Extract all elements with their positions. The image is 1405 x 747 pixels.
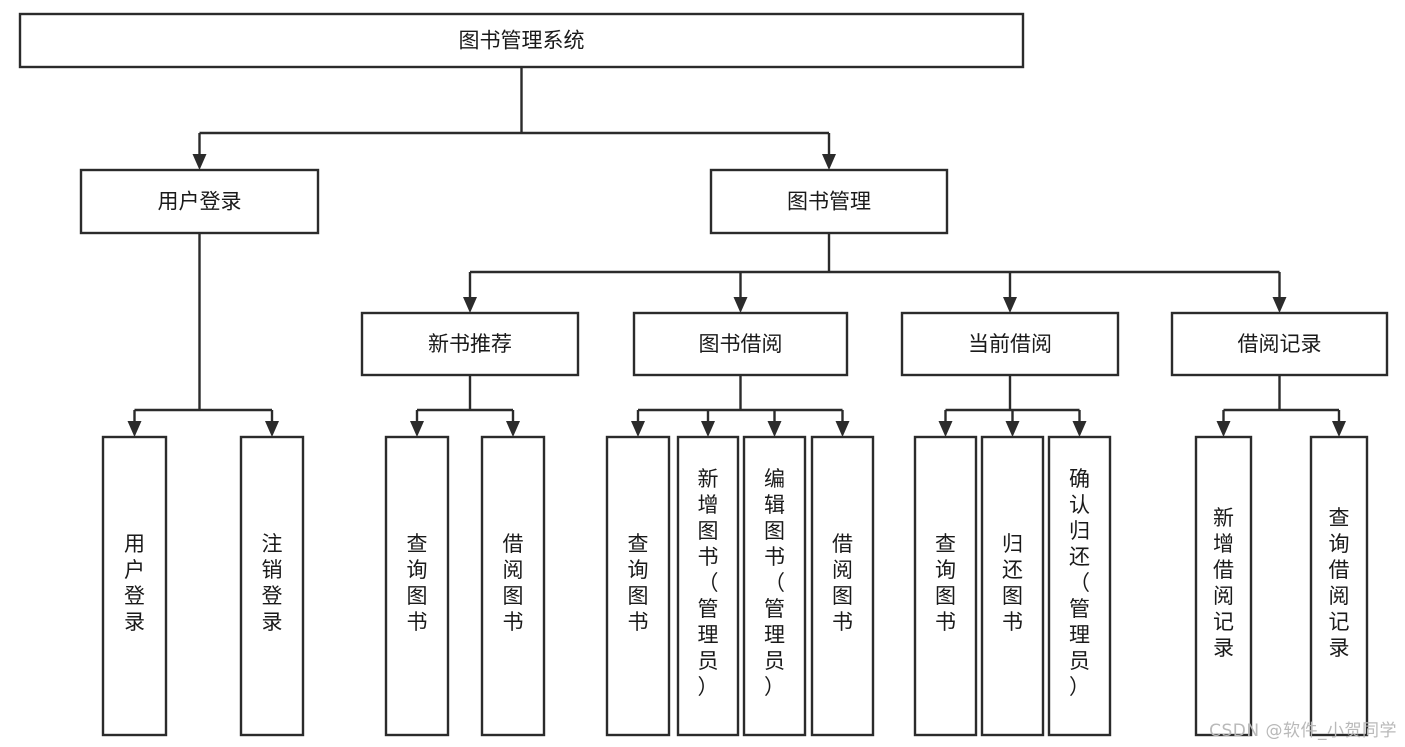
root-node[interactable]: 图书管理系统 xyxy=(18,12,1025,69)
node-rect[interactable] xyxy=(810,435,875,737)
nodes-layer: 图书管理系统用户登录图书管理新书推荐图书借阅当前借阅借阅记录用户登录注销登录查询… xyxy=(18,12,1389,737)
level2-node[interactable]: 图书管理 xyxy=(709,168,949,235)
node-label: 查询图书 xyxy=(407,532,428,634)
node-label: 借阅图书 xyxy=(503,532,524,634)
node-rect[interactable] xyxy=(1047,435,1112,737)
csdn-watermark: CSDN @软件_小贺同学 xyxy=(1209,721,1397,741)
node-label: 查询图书 xyxy=(628,532,649,634)
arrow-head-icon xyxy=(1003,297,1017,313)
arrow-head-icon xyxy=(938,421,953,437)
arrow-head-icon xyxy=(1272,297,1287,313)
arrow-head-icon xyxy=(835,421,850,437)
node-label: 新书推荐 xyxy=(428,332,512,356)
leaf-node[interactable]: 查询图书 xyxy=(913,435,978,737)
leaf-node[interactable]: 新增图书（管理员） xyxy=(676,435,740,737)
node-label: 查询借阅记录 xyxy=(1329,506,1350,660)
node-label: 图书借阅 xyxy=(699,332,783,356)
arrow-head-icon xyxy=(822,154,836,170)
arrow-head-icon xyxy=(463,297,477,313)
leaf-node[interactable]: 用户登录 xyxy=(101,435,168,737)
node-label: 查询图书 xyxy=(935,532,956,634)
arrow-head-icon xyxy=(1072,421,1087,437)
node-rect[interactable] xyxy=(913,435,978,737)
level2-node[interactable]: 用户登录 xyxy=(79,168,320,235)
node-rect[interactable] xyxy=(1309,435,1369,737)
node-rect[interactable] xyxy=(742,435,807,737)
node-label: 归还图书 xyxy=(1002,532,1023,634)
arrow-head-icon xyxy=(733,297,748,313)
level3-node[interactable]: 当前借阅 xyxy=(900,311,1120,377)
leaf-node[interactable]: 注销登录 xyxy=(239,435,305,737)
node-label: 确认归还（管理员） xyxy=(1069,467,1090,699)
leaf-node[interactable]: 借阅图书 xyxy=(810,435,875,737)
level3-node[interactable]: 图书借阅 xyxy=(632,311,849,377)
node-label: 当前借阅 xyxy=(968,332,1052,356)
node-rect[interactable] xyxy=(1194,435,1253,737)
leaf-node[interactable]: 借阅图书 xyxy=(480,435,546,737)
node-rect[interactable] xyxy=(709,168,949,235)
node-label: 用户登录 xyxy=(124,532,145,634)
arrow-head-icon xyxy=(631,421,645,437)
leaf-node[interactable]: 查询借阅记录 xyxy=(1309,435,1369,737)
node-rect[interactable] xyxy=(239,435,305,737)
node-rect[interactable] xyxy=(676,435,740,737)
node-label: 借阅图书 xyxy=(832,532,853,634)
node-rect[interactable] xyxy=(605,435,671,737)
node-rect[interactable] xyxy=(79,168,320,235)
node-label: 注销登录 xyxy=(262,532,283,634)
leaf-node[interactable]: 查询图书 xyxy=(384,435,450,737)
arrow-head-icon xyxy=(701,421,715,437)
arrow-head-icon xyxy=(127,421,142,437)
leaf-node[interactable]: 查询图书 xyxy=(605,435,671,737)
arrow-head-icon xyxy=(1332,421,1346,437)
arrow-head-icon xyxy=(767,421,782,437)
node-label: 编辑图书（管理员） xyxy=(764,467,785,699)
arrow-head-icon xyxy=(1005,421,1020,437)
arrow-head-icon xyxy=(410,421,424,437)
node-rect[interactable] xyxy=(480,435,546,737)
connectors-layer xyxy=(127,67,1346,437)
arrow-head-icon xyxy=(265,421,279,437)
node-rect[interactable] xyxy=(1170,311,1389,377)
leaf-node[interactable]: 归还图书 xyxy=(980,435,1045,737)
node-label: 图书管理系统 xyxy=(459,29,585,53)
node-label: 用户登录 xyxy=(158,190,242,214)
node-label: 新增借阅记录 xyxy=(1213,506,1234,660)
level3-node[interactable]: 新书推荐 xyxy=(360,311,580,377)
leaf-node[interactable]: 确认归还（管理员） xyxy=(1047,435,1112,737)
arrow-head-icon xyxy=(506,421,520,437)
node-rect[interactable] xyxy=(18,12,1025,69)
leaf-node[interactable]: 新增借阅记录 xyxy=(1194,435,1253,737)
node-rect[interactable] xyxy=(632,311,849,377)
node-rect[interactable] xyxy=(980,435,1045,737)
node-label: 借阅记录 xyxy=(1238,332,1322,356)
level3-node[interactable]: 借阅记录 xyxy=(1170,311,1389,377)
node-label: 新增图书（管理员） xyxy=(698,467,719,699)
arrow-head-icon xyxy=(192,154,207,170)
node-rect[interactable] xyxy=(900,311,1120,377)
node-label: 图书管理 xyxy=(787,190,871,214)
node-rect[interactable] xyxy=(384,435,450,737)
leaf-node[interactable]: 编辑图书（管理员） xyxy=(742,435,807,737)
node-rect[interactable] xyxy=(360,311,580,377)
arrow-head-icon xyxy=(1216,421,1231,437)
node-rect[interactable] xyxy=(101,435,168,737)
